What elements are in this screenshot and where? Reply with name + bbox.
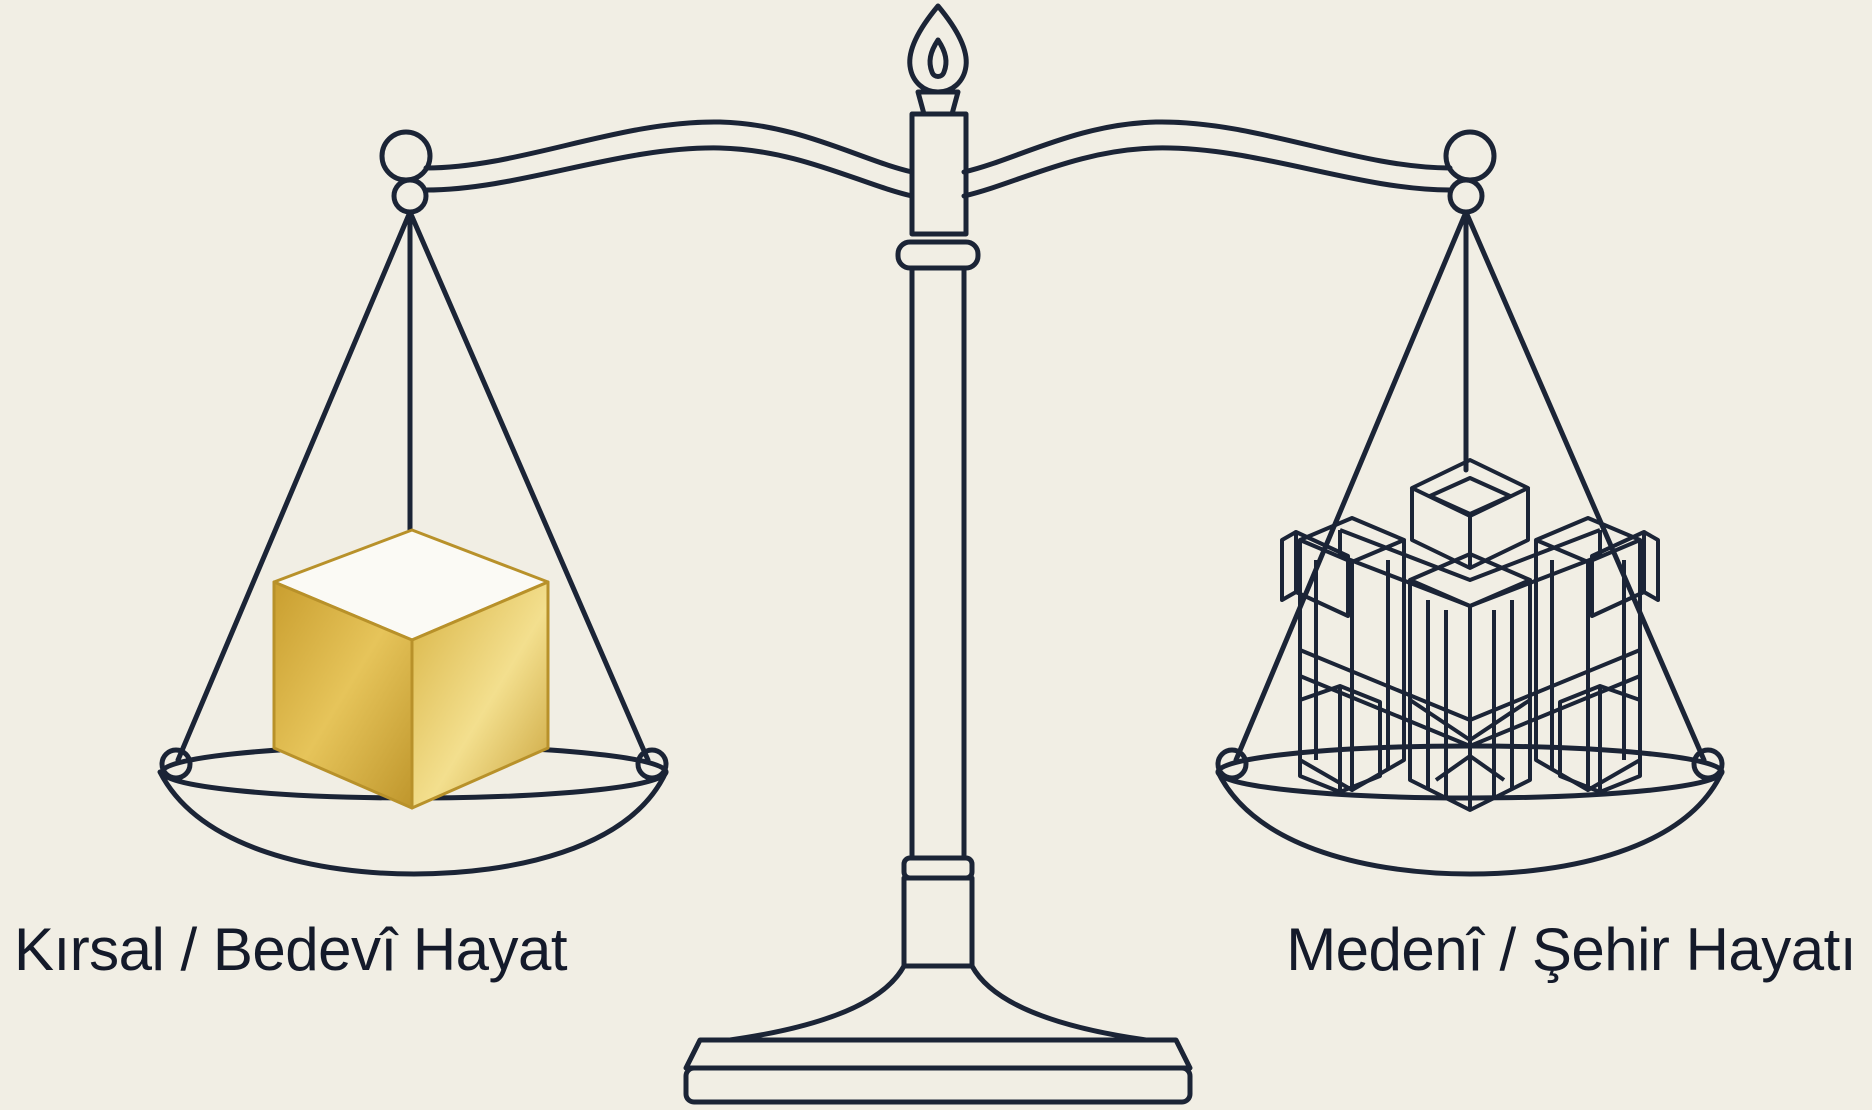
- scale-post: [686, 6, 1190, 1102]
- finial: [910, 6, 967, 92]
- scale-beam: [382, 122, 1494, 212]
- gold-cube-icon: [274, 530, 548, 808]
- left-pan-label: Kırsal / Bedevî Hayat: [14, 910, 567, 990]
- right-pan-label: Medenî / Şehir Hayatı: [1286, 910, 1856, 990]
